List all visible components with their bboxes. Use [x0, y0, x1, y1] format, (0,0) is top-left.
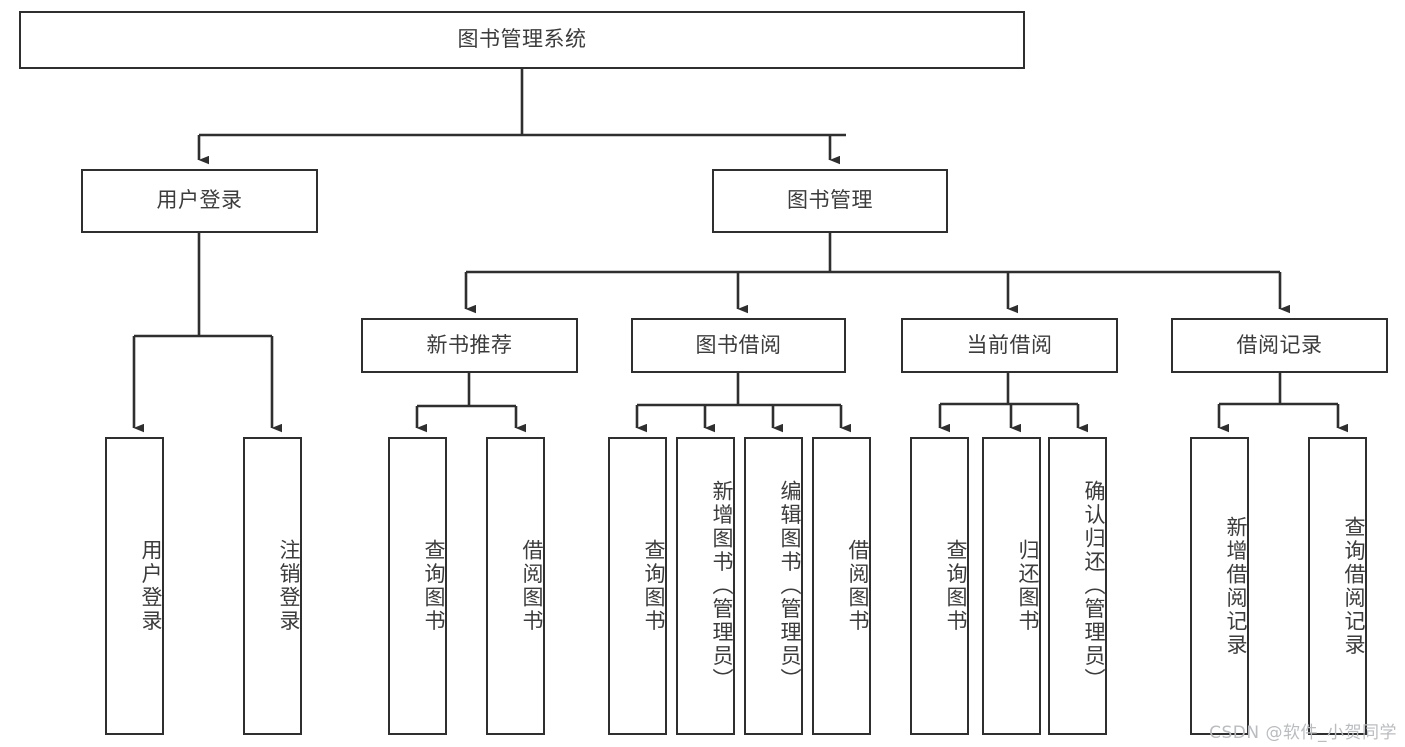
node-book-management-system[interactable]: 图书管理系统	[19, 11, 1025, 69]
node-label: 编辑图书（管理员）	[778, 480, 802, 692]
leaf-query-borrow-record[interactable]: 查询借阅记录	[1308, 437, 1367, 735]
leaf-edit-book-admin[interactable]: 编辑图书（管理员）	[744, 437, 803, 735]
node-book-borrow[interactable]: 图书借阅	[631, 318, 846, 373]
node-label: 新增借阅记录	[1224, 515, 1248, 657]
node-label: 查询图书	[944, 539, 968, 633]
node-label: 用户登录	[156, 188, 243, 213]
node-label: 用户登录	[139, 539, 163, 633]
node-label: 确认归还（管理员）	[1082, 480, 1106, 692]
node-label: 新书推荐	[426, 332, 513, 357]
node-label: 借阅图书	[846, 539, 870, 633]
leaf-borrow-books-borrow[interactable]: 借阅图书	[812, 437, 871, 735]
leaf-query-books-recommend[interactable]: 查询图书	[388, 437, 447, 735]
leaf-borrow-books-recommend[interactable]: 借阅图书	[486, 437, 545, 735]
leaf-return-books[interactable]: 归还图书	[982, 437, 1041, 735]
node-borrow-record[interactable]: 借阅记录	[1171, 318, 1388, 373]
node-label: 注销登录	[277, 539, 301, 633]
node-label: 当前借阅	[966, 332, 1053, 357]
leaf-user-login[interactable]: 用户登录	[105, 437, 164, 735]
leaf-add-borrow-record[interactable]: 新增借阅记录	[1190, 437, 1249, 735]
node-label: 归还图书	[1016, 539, 1040, 633]
node-label: 图书管理系统	[457, 27, 587, 52]
node-current-borrow[interactable]: 当前借阅	[901, 318, 1118, 373]
leaf-add-book-admin[interactable]: 新增图书（管理员）	[676, 437, 735, 735]
leaf-user-logout[interactable]: 注销登录	[243, 437, 302, 735]
node-label: 查询图书	[642, 539, 666, 633]
node-new-book-recommend[interactable]: 新书推荐	[361, 318, 578, 373]
leaf-confirm-return-admin[interactable]: 确认归还（管理员）	[1048, 437, 1107, 735]
node-label: 新增图书（管理员）	[710, 480, 734, 692]
leaf-query-books-current[interactable]: 查询图书	[910, 437, 969, 735]
node-label: 查询借阅记录	[1342, 515, 1366, 657]
node-book-management[interactable]: 图书管理	[712, 169, 948, 233]
node-label: 借阅记录	[1236, 332, 1323, 357]
node-label: 图书管理	[787, 188, 873, 213]
node-label: 图书借阅	[695, 332, 782, 357]
node-user-login[interactable]: 用户登录	[81, 169, 318, 233]
node-label: 查询图书	[422, 539, 446, 633]
leaf-query-books-borrow[interactable]: 查询图书	[608, 437, 667, 735]
node-label: 借阅图书	[520, 539, 544, 633]
